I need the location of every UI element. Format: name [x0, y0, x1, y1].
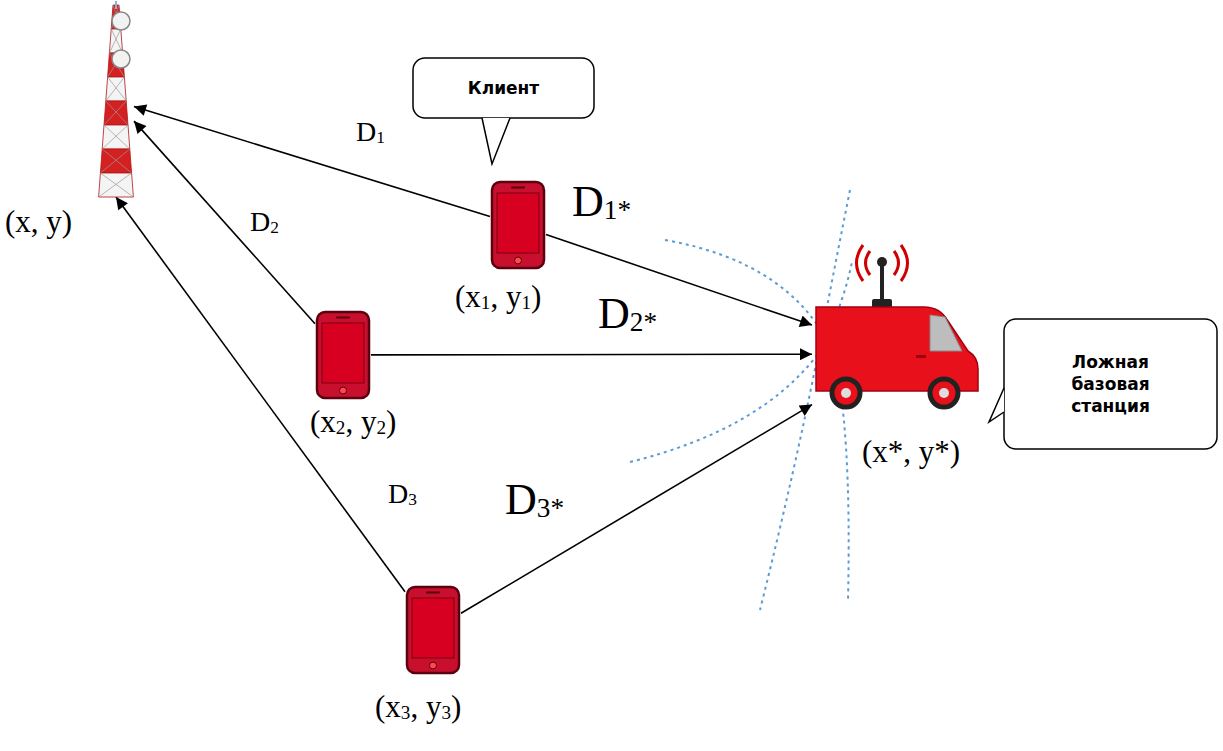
subscript: 3 [441, 702, 451, 723]
subscript: 1 [376, 128, 385, 147]
edge-label-holder: D1 [356, 118, 385, 146]
edge-label-holder: D2 [250, 208, 279, 236]
coordinate-label: (x, y) [5, 205, 72, 239]
coordinate-label: (x2, y2) [310, 405, 396, 439]
subscript: 2 [270, 218, 279, 237]
distance-label: D1* [572, 180, 631, 225]
edge-label-holder: D1* [572, 180, 631, 225]
tower-picture [98, 5, 134, 197]
connector-arrow [116, 197, 405, 592]
phone: (x3, y3) [405, 585, 461, 675]
phone: (x2, y2) [315, 310, 371, 400]
subscript: 1 [604, 195, 618, 225]
phone-picture [490, 180, 546, 270]
subscript: * [617, 195, 631, 225]
subscript: 3 [537, 493, 551, 523]
subscript: 1 [481, 292, 491, 313]
callout-box: Клиент [412, 57, 595, 119]
callout-text: Ложная базовая станция [1046, 351, 1176, 417]
range-arc [665, 240, 849, 600]
phone-picture [405, 585, 461, 675]
subscript: * [550, 493, 564, 523]
distance-label: D3 [388, 480, 417, 508]
distance-label: D2* [598, 292, 657, 337]
phone: (x1, y1) [490, 180, 546, 270]
connector-arrow [134, 107, 490, 217]
subscript: 2 [376, 417, 386, 438]
connector-arrow [461, 405, 812, 614]
subscript: 3 [408, 490, 417, 509]
connector-arrow [371, 353, 812, 355]
coordinate-label: (x*, y*) [862, 435, 960, 469]
van-picture [812, 295, 982, 413]
connector-arrow [546, 235, 812, 326]
connector-arrow [134, 121, 315, 324]
edge-label-holder: D2* [598, 292, 657, 337]
fake-base-van: (x*, y*) [812, 295, 982, 413]
distance-label: D3* [505, 478, 564, 523]
coordinate-label: (x3, y3) [375, 690, 461, 724]
distance-label: D1 [356, 118, 385, 146]
distance-label: D2 [250, 208, 279, 236]
subscript: * [643, 307, 657, 337]
subscript: 3 [401, 702, 411, 723]
edge-label-holder: D3 [388, 480, 417, 508]
antenna-tower: (x, y) [98, 5, 134, 197]
callout-text: Клиент [468, 77, 539, 99]
callout-box: Ложная базовая станция [1003, 318, 1218, 450]
edge-label-holder: D3* [505, 478, 564, 523]
subscript: 1 [521, 292, 531, 313]
subscript: 2 [630, 307, 644, 337]
coordinate-label: (x1, y1) [455, 280, 541, 314]
phone-picture [315, 310, 371, 400]
subscript: 2 [336, 417, 346, 438]
